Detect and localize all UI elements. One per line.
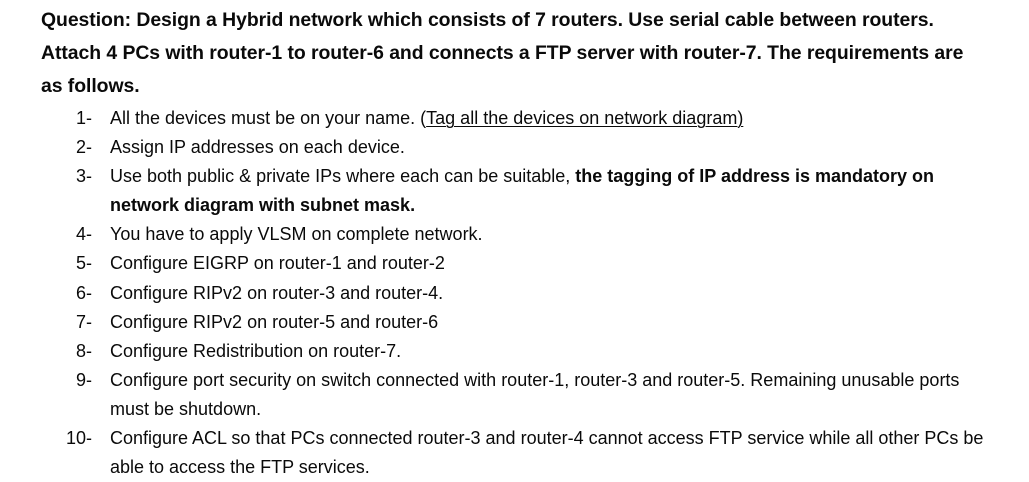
requirement-text-run: Assign IP addresses on each device.	[110, 137, 405, 158]
requirement-item: 6- Configure RIPv2 on router-3 and router…	[41, 279, 986, 308]
requirement-text-run: You have to apply VLSM on complete netwo…	[110, 224, 483, 245]
requirement-marker: 5-	[75, 253, 92, 274]
requirement-marker: 10-	[65, 428, 92, 449]
document-page: Question: Design a Hybrid network which …	[41, 4, 984, 478]
requirement-marker: 7-	[75, 311, 92, 332]
requirement-text: Configure port security on switch connec…	[110, 366, 986, 424]
requirement-item: 5- Configure EIGRP on router-1 and router…	[41, 249, 986, 278]
requirements-list: 1- All the devices must be on your name. …	[41, 104, 986, 482]
question-heading: Question: Design a Hybrid network which …	[41, 4, 981, 104]
requirement-text: All the devices must be on your name. (T…	[110, 104, 986, 133]
requirement-text-run: Configure RIPv2 on router-5 and router-6	[110, 311, 439, 332]
requirement-marker: 6-	[75, 282, 92, 303]
requirement-item: 8- Configure Redistribution on router-7.	[41, 337, 986, 366]
requirement-text: Configure Redistribution on router-7.	[110, 337, 986, 366]
requirement-text-run: All the devices must be on your name. (	[110, 108, 427, 128]
requirement-marker: 4-	[75, 224, 92, 245]
requirement-marker: 3-	[75, 166, 92, 187]
requirement-text-run: Configure port security on switch connec…	[110, 369, 960, 419]
requirement-text-run: Use both public & private IPs where each…	[110, 166, 576, 187]
requirement-item: 7- Configure RIPv2 on router-5 and router…	[41, 308, 986, 337]
requirement-text: Configure RIPv2 on router-5 and router-6	[110, 308, 986, 337]
requirement-item: 3- Use both public & private IPs where ea…	[41, 162, 986, 220]
requirement-marker: 8-	[75, 340, 92, 361]
requirement-marker: 9-	[75, 369, 92, 390]
requirement-item: 10- Configure ACL so that PCs connected r…	[41, 424, 986, 482]
requirement-text-run: Configure ACL so that PCs connected rout…	[110, 428, 984, 478]
requirement-text-underline-run: Tag all the devices on network diagram)	[426, 108, 744, 128]
requirement-text-run: Configure Redistribution on router-7.	[110, 340, 402, 361]
requirement-item: 9- Configure port security on switch conn…	[41, 366, 986, 424]
requirement-item: 1- All the devices must be on your name. …	[41, 104, 986, 133]
requirement-marker: 2-	[75, 137, 92, 158]
question-heading-text: Question: Design a Hybrid network which …	[41, 9, 964, 98]
requirement-text: Configure RIPv2 on router-3 and router-4…	[110, 279, 986, 308]
requirement-text-bold-run: the tagging of IP address is mandatory o…	[110, 166, 935, 216]
requirement-text: Assign IP addresses on each device.	[110, 133, 986, 162]
requirement-item: 2- Assign IP addresses on each device.	[41, 133, 986, 162]
requirement-marker: 1-	[75, 108, 92, 128]
requirement-text: Use both public & private IPs where each…	[110, 162, 986, 220]
requirement-item: 4- You have to apply VLSM on complete net…	[41, 220, 986, 249]
requirement-text-run: Configure RIPv2 on router-3 and router-4…	[110, 282, 444, 303]
requirement-text: Configure EIGRP on router-1 and router-2	[110, 249, 986, 278]
requirement-text-run: Configure EIGRP on router-1 and router-2	[110, 253, 445, 274]
requirement-text: Configure ACL so that PCs connected rout…	[110, 424, 986, 482]
requirement-text: You have to apply VLSM on complete netwo…	[110, 220, 986, 249]
